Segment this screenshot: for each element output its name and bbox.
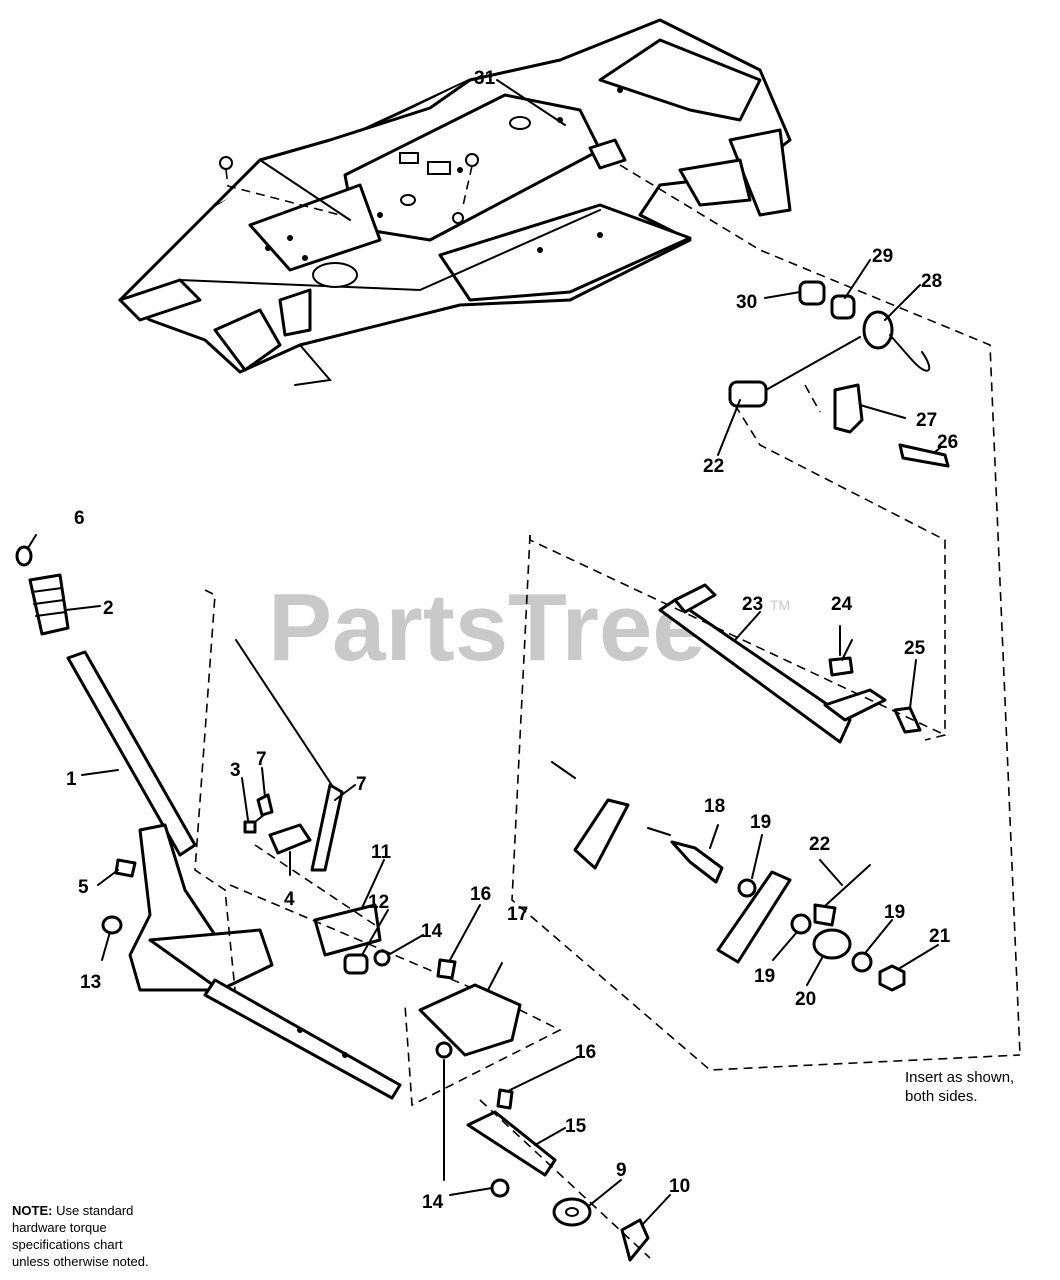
bracket-assembly (418, 958, 651, 1262)
lever-assembly (15, 545, 562, 1107)
part-17 (418, 983, 522, 1057)
callout-22-lower: 22 (809, 834, 830, 855)
part-22-upper (728, 380, 768, 408)
part-14-lower (490, 1178, 510, 1198)
insert-note-line2: both sides. (905, 1088, 978, 1105)
callout-14-upper: 14 (421, 921, 443, 942)
callout-25: 25 (904, 638, 926, 659)
callout-1: 1 (66, 769, 77, 790)
rod-assembly (511, 534, 1021, 1071)
torque-note: NOTE: Use standard hardware torque speci… (12, 1202, 212, 1270)
callout-19-b: 19 (754, 966, 775, 987)
part-11 (313, 903, 382, 957)
part-27 (833, 383, 864, 434)
callout-29: 29 (872, 246, 893, 267)
callout-31: 31 (474, 68, 496, 89)
callout-21: 21 (929, 926, 951, 947)
insert-note: Insert as shown, both sides. (905, 1068, 1055, 1106)
callout-18: 18 (704, 796, 725, 817)
callout-26: 26 (937, 432, 958, 453)
note-line3: specifications chart (12, 1237, 123, 1252)
leader-lines (27, 79, 941, 1226)
callout-22-upper: 22 (703, 456, 724, 477)
part-19c (851, 951, 873, 973)
part-14-upper (373, 949, 391, 967)
callout-17: 17 (507, 904, 528, 925)
part-5 (114, 858, 137, 878)
callout-14-lower: 14 (422, 1192, 444, 1213)
callout-10: 10 (669, 1176, 690, 1197)
part-21 (878, 964, 906, 992)
note-line2: hardware torque (12, 1220, 107, 1235)
part-19b (790, 913, 812, 935)
note-line1: Use standard (52, 1203, 134, 1218)
callout-27: 27 (916, 410, 937, 431)
part-28 (862, 310, 894, 350)
part-4 (268, 823, 312, 855)
callout-12: 12 (368, 892, 389, 913)
part-10 (620, 1218, 650, 1262)
watermark-trademark: TM (770, 597, 790, 613)
callout-8: 7 (256, 749, 267, 770)
part-19a (737, 878, 757, 898)
callout-2: 2 (103, 598, 114, 619)
callout-23: 23 (742, 594, 763, 615)
part-25 (893, 706, 922, 734)
part-13 (101, 915, 123, 935)
part-3 (243, 820, 257, 834)
callout-15: 15 (565, 1116, 587, 1137)
callout-4: 4 (284, 889, 295, 910)
part-20 (812, 928, 852, 960)
part-12 (343, 953, 369, 975)
part-6 (15, 545, 33, 567)
tractor-frame (118, 18, 1021, 1056)
callout-19-c: 19 (884, 902, 905, 923)
callout-3: 3 (230, 760, 241, 781)
callout-labels: 31 29 28 30 27 26 22 6 2 23 24 25 1 3 7 … (66, 68, 958, 1213)
callout-9: 9 (616, 1160, 627, 1181)
callout-7: 7 (356, 774, 367, 795)
part-1 (66, 650, 197, 857)
callout-20: 20 (795, 989, 816, 1010)
part-30 (798, 280, 826, 306)
callout-6: 6 (74, 508, 85, 529)
callout-16-lower: 16 (575, 1042, 596, 1063)
insert-detail (551, 761, 906, 992)
note-line4: unless otherwise noted. (12, 1254, 149, 1269)
callout-16-upper: 16 (470, 884, 491, 905)
callout-24: 24 (831, 594, 853, 615)
watermark-text: PartsTree (268, 574, 706, 681)
callout-28: 28 (921, 271, 942, 292)
part-29 (830, 294, 856, 320)
part-18 (670, 840, 724, 884)
callout-11: 11 (371, 842, 392, 863)
part-26 (898, 443, 950, 468)
part-23 (658, 598, 852, 744)
note-prefix: NOTE: (12, 1203, 53, 1218)
callout-19-a: 19 (750, 812, 771, 833)
part-7 (310, 783, 344, 872)
callout-5: 5 (78, 877, 89, 898)
part-24 (828, 656, 854, 677)
part-16-upper (436, 958, 457, 980)
callout-30: 30 (736, 292, 757, 313)
part-16-lower (496, 1088, 514, 1110)
insert-note-line1: Insert as shown, (905, 1069, 1015, 1086)
callout-13: 13 (80, 972, 101, 993)
part-15 (466, 1110, 557, 1177)
